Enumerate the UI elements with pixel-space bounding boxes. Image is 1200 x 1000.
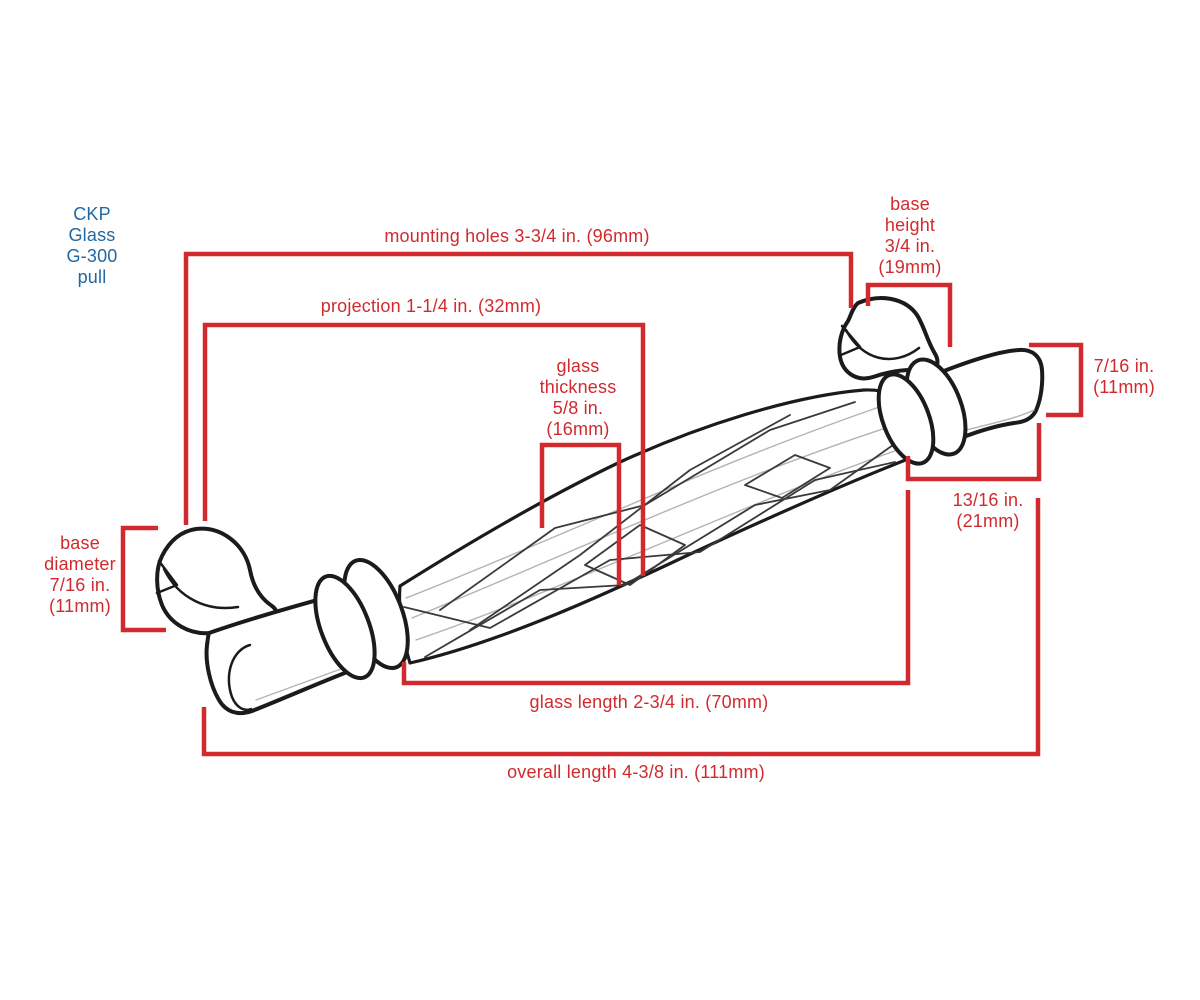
left-base-knob-contour [162,567,240,610]
dim-label-glass-thickness: glass thickness 5/8 in. (16mm) [539,356,617,439]
left-ferrule-endface [227,643,253,712]
dim-line-bar-length [905,423,1042,482]
glass-pull-drawing [155,296,1045,716]
glass-body [397,388,910,665]
dim-bracket-base-diameter [120,525,166,633]
dim-line-glass-thickness [539,442,622,585]
right-base-knob [837,296,940,381]
dim-line-projection [202,322,646,576]
dim-label-base-diameter: base diameter 7/16 in. (11mm) [44,533,116,616]
dim-label-overall-length: overall length 4-3/8 in. (111mm) [507,762,765,782]
dim-label-projection: projection 1-1/4 in. (32mm) [320,296,542,316]
dim-label-bar-length: 13/16 in. (21mm) [952,490,1024,531]
dim-line-overall-length [201,498,1041,757]
right-collar [876,357,968,466]
dim-label-bar-diameter: 7/16 in. (11mm) [1093,356,1155,397]
dim-label-base-height: base height 3/4 in. (19mm) [878,194,942,277]
dim-line-glass-length [401,490,911,686]
dim-line-bar-diameter [1029,342,1084,418]
dim-line-base-height [865,282,953,347]
dim-label-mounting-holes: mounting holes 3-3/4 in. (96mm) [384,226,650,246]
right-base-knob-contour [844,328,921,361]
dimension-lines [120,251,1084,757]
product-code-label: CKP Glass G-300 pull [66,204,118,287]
dim-line-mounting-holes [183,251,854,525]
dim-label-glass-length: glass length 2-3/4 in. (70mm) [529,692,769,712]
left-collar [313,557,410,681]
